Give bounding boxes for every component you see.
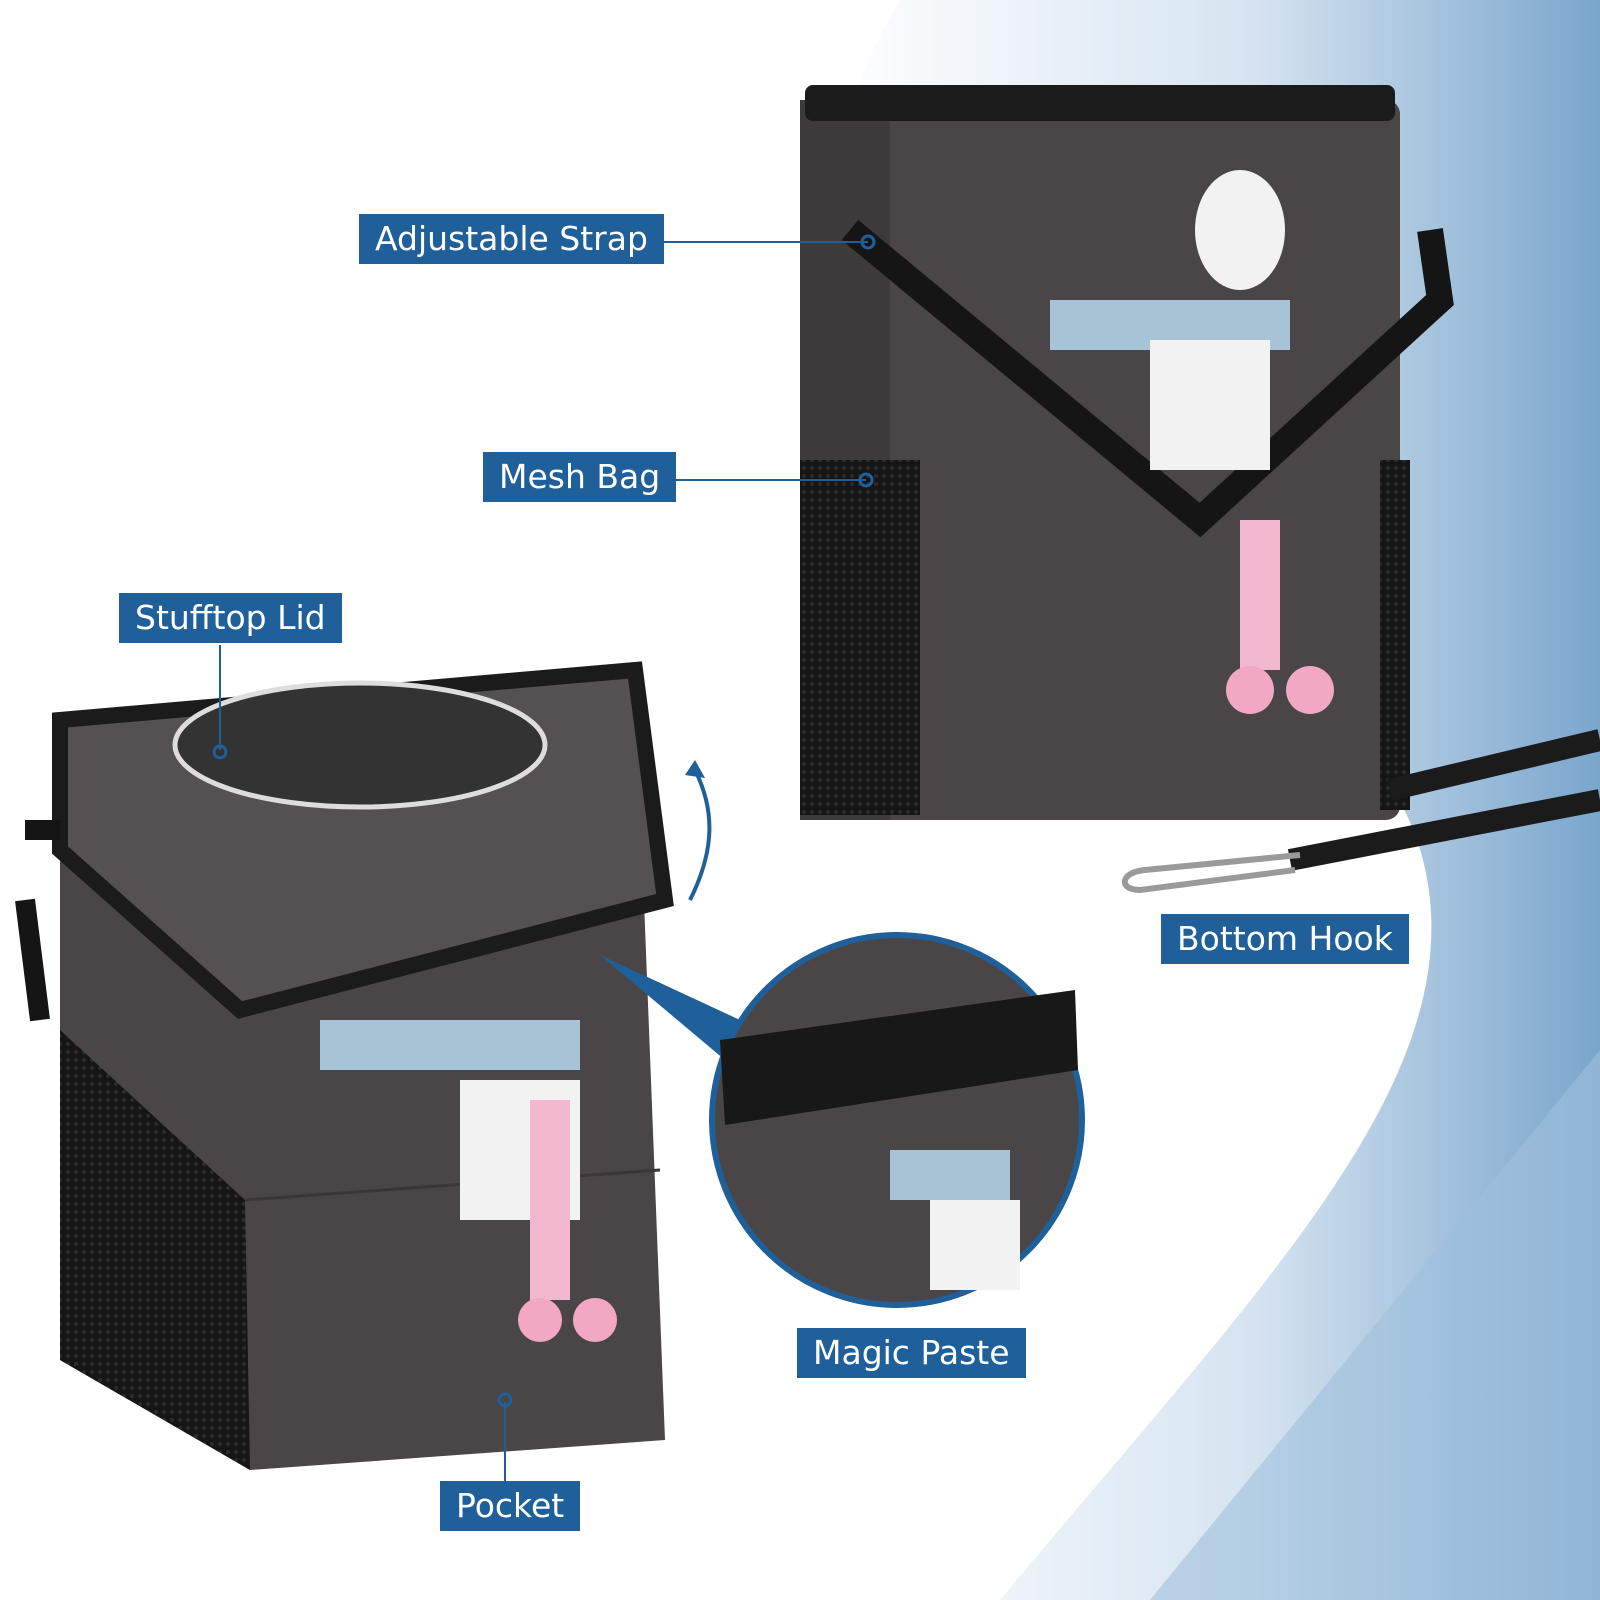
bottom-hook xyxy=(1121,852,1301,894)
magic-paste-inset xyxy=(709,932,1085,1308)
open-lid-arrow-icon xyxy=(688,769,712,901)
adjustable-strap xyxy=(841,219,1454,538)
callout-lines xyxy=(212,234,876,1481)
label-magic-paste: Magic Paste xyxy=(797,1328,1026,1378)
background-blue-diagonal xyxy=(1150,1050,1600,1600)
label-bottom-hook: Bottom Hook xyxy=(1161,914,1409,964)
unicorn-print xyxy=(1050,170,1334,714)
label-stufftop-lid: Stufftop Lid xyxy=(119,593,342,643)
hook-strap xyxy=(1287,729,1600,871)
stufftop-opening xyxy=(172,680,548,810)
unicorn-print xyxy=(320,1020,617,1342)
bag-side-view xyxy=(800,85,1600,894)
bag-front-view xyxy=(15,661,674,1470)
label-mesh-bag: Mesh Bag xyxy=(483,452,677,502)
label-pocket: Pocket xyxy=(440,1481,581,1531)
inset-pointer xyxy=(600,955,740,1060)
label-adjustable-strap: Adjustable Strap xyxy=(359,214,664,264)
